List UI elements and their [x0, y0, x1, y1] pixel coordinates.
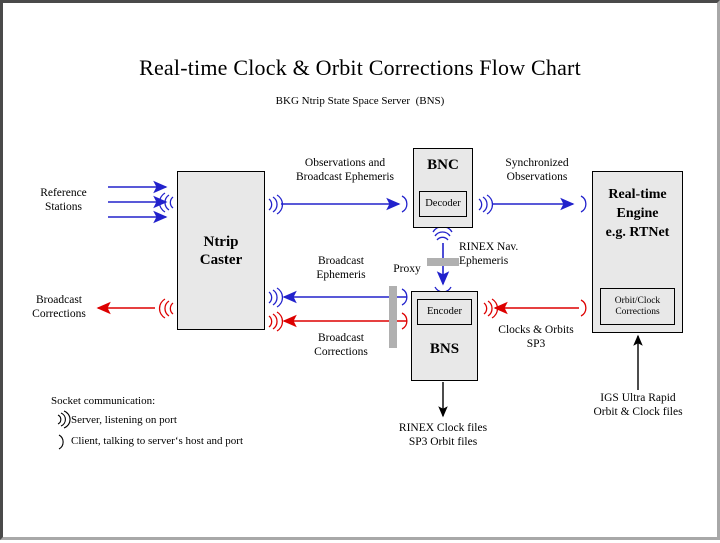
proxy-bar-vertical: [389, 286, 397, 348]
legend-client-label: Client, talking to server‘s host and por…: [71, 435, 243, 447]
socket-client-icon-bns-left-eph: [401, 288, 408, 306]
page-subtitle: BKG Ntrip State Space Server (BNS): [275, 95, 445, 107]
label-broadcast-corrections-mid: Broadcast Corrections: [314, 332, 368, 359]
box-ntrip-caster-label: Ntrip Caster: [199, 233, 243, 268]
socket-server-icon-caster-right-corr: [268, 311, 284, 332]
label-observations-and-ephemeris: Observations and Broadcast Ephemeris: [295, 157, 395, 184]
socket-server-icon-caster-left: [158, 192, 174, 213]
socket-server-icon-caster-left-red: [158, 298, 174, 319]
legend-server-label: Server, listening on port: [71, 414, 177, 426]
box-rt-engine-label: Real-time Engine e.g. RTNet: [605, 187, 670, 240]
box-ntrip-caster[interactable]: Ntrip Caster: [177, 171, 265, 330]
label-rinex-nav-ephemeris: RINEX Nav. Ephemeris: [459, 241, 519, 268]
connectors-layer: [57, 180, 643, 450]
box-bns-label: BNS: [429, 341, 460, 357]
label-synchronized-observations: Synchronized Observations: [505, 157, 569, 184]
page-title: Real-time Clock & Orbit Corrections Flow…: [139, 55, 581, 80]
socket-server-icon-bns-right: [483, 298, 499, 319]
socket-client-icon-engine-left: [580, 195, 587, 213]
box-bnc-decoder[interactable]: Decoder: [419, 191, 467, 217]
label-broadcast-corrections-left: Broadcast Corrections: [32, 294, 86, 321]
box-rt-engine-orbit-clock[interactable]: Orbit/Clock Corrections: [600, 288, 675, 325]
legend-title: Socket communication:: [51, 395, 156, 407]
legend-socket-client-icon: [58, 434, 64, 450]
label-reference-stations: Reference Stations: [40, 187, 87, 214]
socket-server-icon-caster-right: [268, 194, 284, 215]
socket-client-icon-bnc-left: [401, 195, 408, 213]
socket-client-icon-engine-left-clocks: [580, 299, 587, 317]
diagram-canvas: Real-time Clock & Orbit Corrections Flow…: [3, 3, 717, 537]
socket-server-icon-bnc-right: [478, 194, 494, 215]
label-broadcast-ephemeris: Broadcast Ephemeris: [316, 255, 366, 282]
socket-server-icon-bnc-bottom: [432, 225, 453, 241]
box-bns-encoder[interactable]: Encoder: [417, 299, 472, 325]
label-proxy: Proxy: [393, 263, 421, 275]
label-clocks-and-orbits-sp3: Clocks & Orbits SP3: [498, 324, 574, 351]
socket-client-icon-bns-left-corr: [401, 312, 408, 330]
socket-server-icon-caster-right-eph: [268, 287, 284, 308]
box-bnc-label: BNC: [427, 157, 459, 173]
label-rinex-clock-files: RINEX Clock files SP3 Orbit files: [398, 422, 488, 449]
label-igs-ultra-rapid: IGS Ultra Rapid Orbit & Clock files: [593, 392, 683, 419]
legend-socket-server-icon: [57, 410, 71, 429]
proxy-bar-horizontal: [427, 258, 459, 266]
